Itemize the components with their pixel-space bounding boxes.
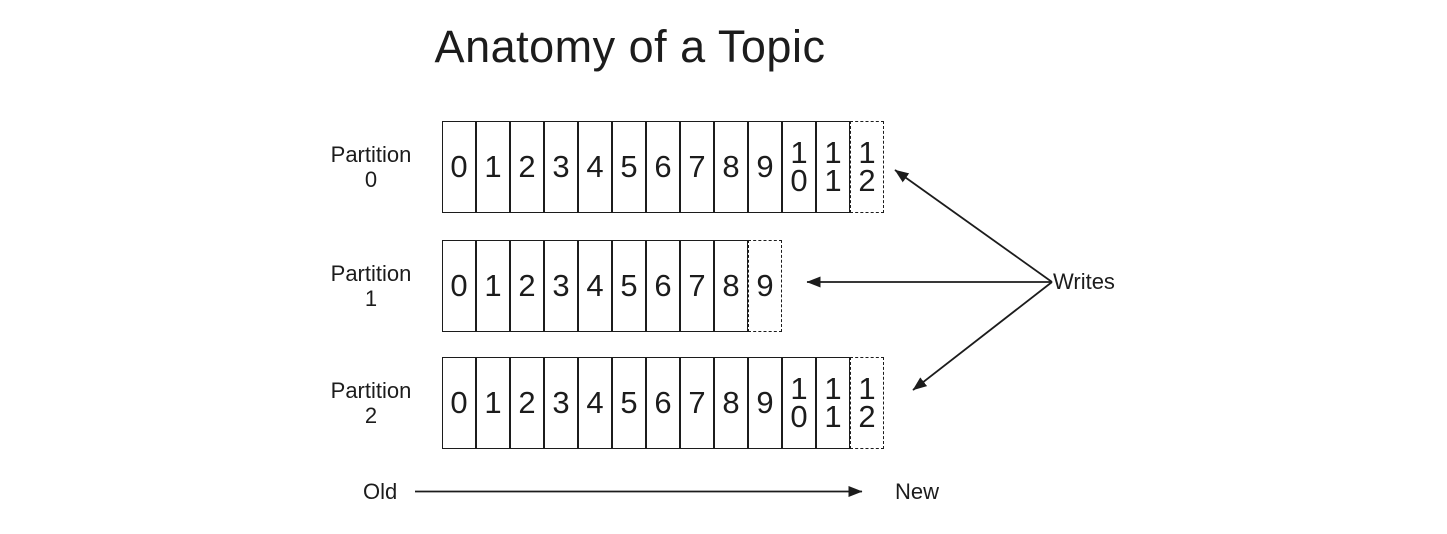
log-cell: 6 xyxy=(646,121,680,213)
writes-arrows xyxy=(806,169,1053,391)
log-cell: 3 xyxy=(544,357,578,449)
log-cell: 9 xyxy=(748,121,782,213)
log-cell: 0 xyxy=(442,357,476,449)
old-new-arrow xyxy=(415,486,863,497)
log-cell: 4 xyxy=(578,240,612,332)
log-cell: 10 xyxy=(782,121,816,213)
old-label: Old xyxy=(363,479,398,504)
log-cell: 1 xyxy=(476,121,510,213)
log-cell: 11 xyxy=(816,357,850,449)
writes-arrow-to-partition-2 xyxy=(912,281,1053,391)
diagram-title: Anatomy of a Topic xyxy=(434,21,826,72)
log-cell: 4 xyxy=(578,121,612,213)
log-cell: 2 xyxy=(510,357,544,449)
new-label: New xyxy=(895,479,940,504)
log-cell: 9 xyxy=(748,357,782,449)
log-cell: 6 xyxy=(646,357,680,449)
log-cell: 5 xyxy=(612,121,646,213)
log-cell: 10 xyxy=(782,357,816,449)
partition-label-line2: 2 xyxy=(364,403,378,428)
log-cell: 3 xyxy=(544,240,578,332)
log-cell: 8 xyxy=(714,121,748,213)
partition-label-line2: 1 xyxy=(364,286,378,311)
writes-label: Writes xyxy=(1053,269,1115,294)
log-cell: 11 xyxy=(816,121,850,213)
log-cell: 2 xyxy=(510,240,544,332)
next-write-cell: 12 xyxy=(850,121,884,213)
log-cell: 5 xyxy=(612,357,646,449)
log-cell: 5 xyxy=(612,240,646,332)
log-cell: 8 xyxy=(714,240,748,332)
partition-label-line1: Partition xyxy=(330,378,412,403)
log-cell: 2 xyxy=(510,121,544,213)
log-cell: 1 xyxy=(476,357,510,449)
log-cell: 7 xyxy=(680,121,714,213)
log-cell: 8 xyxy=(714,357,748,449)
log-cell: 7 xyxy=(680,357,714,449)
partition-label-line1: Partition xyxy=(330,261,412,286)
log-cell: 7 xyxy=(680,240,714,332)
next-write-cell: 9 xyxy=(748,240,782,332)
log-cell: 3 xyxy=(544,121,578,213)
partition-label-line2: 0 xyxy=(364,167,378,192)
log-cell: 1 xyxy=(476,240,510,332)
next-write-cell: 12 xyxy=(850,357,884,449)
log-cell: 6 xyxy=(646,240,680,332)
log-cell: 0 xyxy=(442,121,476,213)
partition-label-line1: Partition xyxy=(330,142,412,167)
log-cell: 4 xyxy=(578,357,612,449)
log-cell: 0 xyxy=(442,240,476,332)
writes-arrow-to-partition-0 xyxy=(894,169,1053,283)
